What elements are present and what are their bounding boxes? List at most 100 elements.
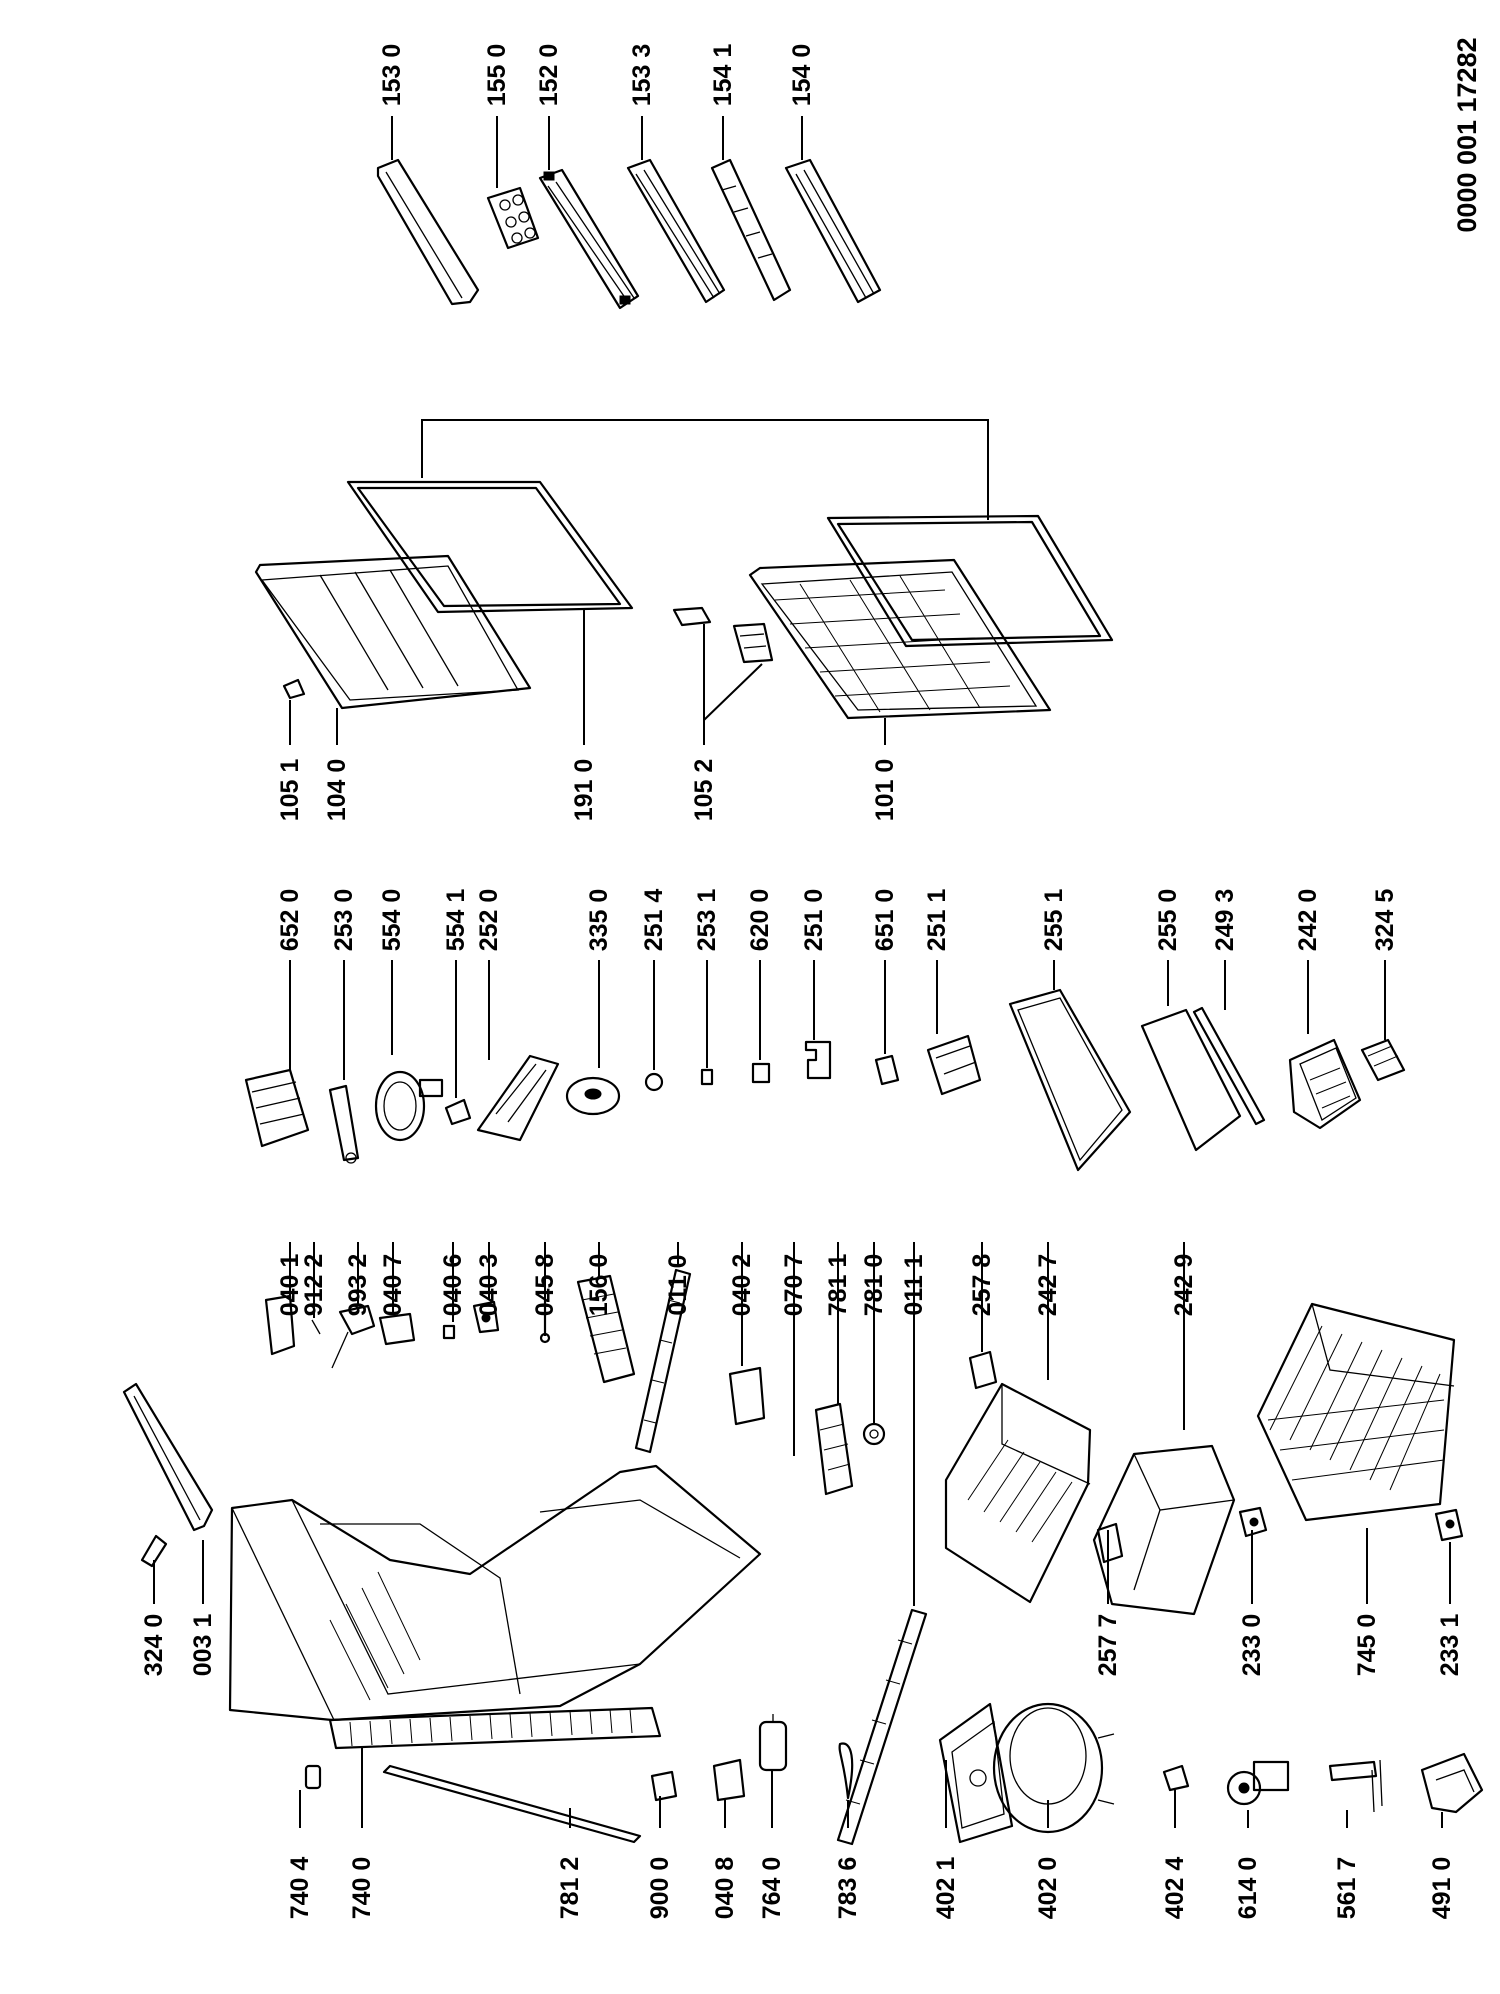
part-251-4-bulb <box>644 1072 664 1092</box>
part-153-0-shelf-cover <box>376 158 480 306</box>
part-740-4-drier <box>304 1764 322 1790</box>
part-781-1-hinge-cover <box>814 1402 854 1496</box>
label-251-0: 251 0 <box>800 889 828 952</box>
part-045-8-pin <box>539 1300 551 1344</box>
part-402-1-compressor-base <box>938 1702 1014 1844</box>
label-253-0: 253 0 <box>330 889 358 952</box>
part-402-4-grommet <box>1162 1764 1190 1792</box>
label-153-3: 153 3 <box>628 44 656 107</box>
part-255-0-glass-shelf <box>1140 1008 1242 1152</box>
label-233-1: 233 1 <box>1436 1614 1464 1677</box>
part-251-1-lamp-box <box>926 1034 982 1096</box>
part-153-3-door-bin <box>626 158 726 304</box>
part-011-0-rail <box>634 1268 692 1454</box>
part-554-0-lamp-ring <box>374 1070 444 1142</box>
label-003-1: 003 1 <box>189 1614 217 1677</box>
label-554-0: 554 0 <box>378 889 406 952</box>
part-191-0-door-gasket <box>346 480 634 614</box>
label-651-0: 651 0 <box>871 889 899 952</box>
label-101-0: 101 0 <box>871 759 899 822</box>
label-251-4: 251 4 <box>640 889 668 952</box>
part-402-0-compressor <box>992 1702 1115 1834</box>
part-cabinet-body <box>228 1464 762 1722</box>
interior-parts-group: 040 1 912 2 993 2 040 7 040 6 040 3 <box>122 1242 1464 1846</box>
part-242-7-freezer-drawer <box>944 1382 1092 1604</box>
label-105-1: 105 1 <box>276 759 304 822</box>
label-154-0: 154 0 <box>788 44 816 107</box>
part-614-0-relay <box>1226 1760 1290 1806</box>
part-764-0-filter-drier <box>758 1714 788 1772</box>
door-group: 105 1 104 0 191 0 105 2 101 0 <box>254 419 1114 822</box>
label-402-0: 402 0 <box>1034 1857 1062 1920</box>
part-155-0-egg-tray <box>486 186 540 250</box>
part-242-0-crisper-drawer <box>1288 1038 1362 1130</box>
label-242-0: 242 0 <box>1294 889 1322 952</box>
part-561-7-cable <box>1328 1759 1383 1813</box>
label-781-2: 781 2 <box>556 1857 584 1920</box>
label-105-2: 105 2 <box>690 759 718 822</box>
label-324-0: 324 0 <box>140 1614 168 1677</box>
label-740-4: 740 4 <box>286 1857 314 1920</box>
part-335-0-knob <box>565 1076 621 1116</box>
part-040-1-bracket <box>264 1294 296 1356</box>
label-652-0: 652 0 <box>276 889 304 952</box>
label-900-0: 900 0 <box>646 1857 674 1920</box>
part-257-8-clip <box>968 1350 998 1390</box>
part-253-0-thermostat-probe <box>328 1084 360 1164</box>
part-011-1-rail <box>836 1608 928 1846</box>
label-191-0: 191 0 <box>570 759 598 822</box>
part-255-1-glass-shelf <box>1008 988 1132 1172</box>
label-402-1: 402 1 <box>932 1857 960 1920</box>
part-040-3-fixture <box>472 1300 500 1334</box>
part-252-0-control-housing <box>476 1054 560 1142</box>
part-253-1-clip <box>700 1068 714 1086</box>
part-105-1-hinge <box>282 678 306 700</box>
part-257-7-clip <box>1096 1522 1124 1564</box>
label-233-0: 233 0 <box>1238 1614 1266 1677</box>
label-491-0: 491 0 <box>1428 1857 1456 1920</box>
label-253-1: 253 1 <box>693 889 721 952</box>
part-040-2-bracket <box>728 1366 766 1426</box>
part-040-8-bracket <box>712 1758 746 1802</box>
part-233-0-foot <box>1238 1506 1268 1538</box>
part-993-2-sensor-cable <box>331 1304 376 1369</box>
part-251-0-lamp-holder <box>804 1040 832 1080</box>
label-252-0: 252 0 <box>475 889 503 952</box>
part-900-0-bracket <box>650 1770 678 1802</box>
document-number: 0000 001 17282 <box>1452 37 1482 232</box>
part-740-0-condenser <box>328 1706 662 1750</box>
part-554-1-lamp-cover <box>444 1098 472 1126</box>
label-402-4: 402 4 <box>1161 1857 1189 1920</box>
label-335-0: 335 0 <box>585 889 613 952</box>
label-154-1: 154 1 <box>709 44 737 107</box>
label-764-0: 764 0 <box>758 1857 786 1920</box>
label-257-7: 257 7 <box>1094 1614 1122 1677</box>
part-652-0-control-unit <box>244 1068 310 1148</box>
label-554-1: 554 1 <box>442 889 470 952</box>
part-783-6-drain-tube <box>838 1742 854 1800</box>
label-040-8: 040 8 <box>711 1857 739 1920</box>
part-191-0-fridge-gasket <box>826 514 1114 648</box>
label-614-0: 614 0 <box>1234 1857 1262 1920</box>
label-152-0: 152 0 <box>535 44 563 107</box>
part-154-0-bottle-bin <box>784 158 882 304</box>
label-620-0: 620 0 <box>746 889 774 952</box>
part-040-6-clip <box>442 1324 456 1340</box>
label-153-0: 153 0 <box>378 44 406 107</box>
part-242-9-freezer-drawer <box>1092 1444 1236 1616</box>
controls-and-shelves-group: 652 0 253 0 554 0 554 1 252 0 <box>244 889 1406 1172</box>
part-040-7-bracket <box>378 1312 416 1346</box>
part-101-0-fridge-door <box>748 558 1052 720</box>
part-491-0-terminal-cover <box>1420 1752 1484 1814</box>
part-154-1-bottle-retainer <box>710 158 792 302</box>
label-155-0: 155 0 <box>483 44 511 107</box>
part-781-0-cap <box>862 1422 886 1446</box>
label-251-1: 251 1 <box>923 889 951 952</box>
part-781-2-seal-strip <box>382 1764 642 1844</box>
mechanical-parts-group: 740 4 740 0 781 2 900 0 040 8 764 0 783 … <box>286 1702 1484 1920</box>
label-249-3: 249 3 <box>1211 889 1239 952</box>
label-740-0: 740 0 <box>348 1857 376 1920</box>
part-745-0-wire-shelf <box>1256 1302 1456 1522</box>
label-783-6: 783 6 <box>834 1857 862 1920</box>
